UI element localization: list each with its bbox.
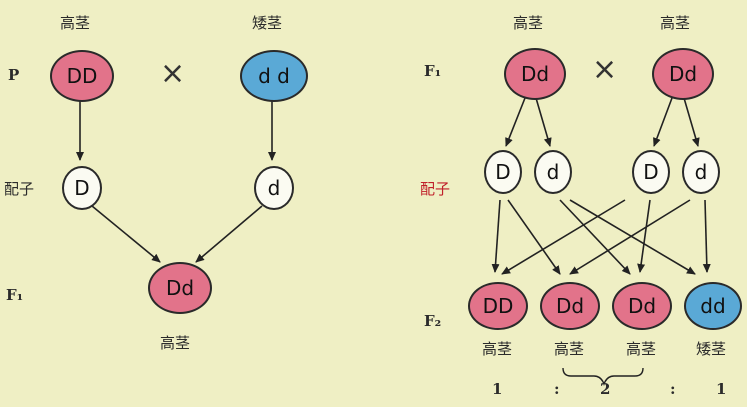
gamete-p2-dominant: D <box>632 150 670 194</box>
arrow-d2-to-Dd1 <box>569 199 691 275</box>
gamete-p1-recessive: d <box>534 150 572 194</box>
arrow-D1-to-DD <box>491 199 501 273</box>
left-gamete-recessive: d <box>254 166 294 210</box>
f1-parent1-dd: Dd <box>504 48 566 100</box>
f2-phenotype-4: 矮茎 <box>696 340 727 358</box>
arrow-p2-to-D <box>653 97 673 147</box>
f1-parent2-dd: Dd <box>652 48 714 100</box>
f2-phenotype-2: 高茎 <box>554 340 585 358</box>
left-f1-label: F₁ <box>6 286 24 304</box>
parent-dd-homozygous-recessive: d d <box>240 50 308 102</box>
ratio-value-3: 1 <box>716 380 727 398</box>
right-parent2-label: 高茎 <box>660 14 691 32</box>
arrow-gamete-d-to-offspring <box>91 205 161 263</box>
left-tall-label: 高茎 <box>60 14 91 32</box>
ratio-brace <box>562 367 644 386</box>
gamete-p2-recessive: d <box>682 150 720 194</box>
left-gamete-dominant: D <box>62 166 102 210</box>
arrow-D1-to-Dd1 <box>507 199 561 275</box>
ratio-separator-2: : <box>670 380 676 398</box>
p-generation-label: P <box>8 66 20 84</box>
parent-dd-homozygous-dominant: DD <box>50 50 114 102</box>
arrow-gamete-d2-to-offspring <box>195 205 263 263</box>
arrow-D2-to-Dd2 <box>637 199 651 273</box>
gamete-p1-dominant: D <box>484 150 522 194</box>
ratio-value-1: 1 <box>492 380 503 398</box>
arrow-p2-to-d <box>683 97 700 147</box>
left-gamete-label: 配子 <box>4 180 35 198</box>
f1-offspring-phenotype: 高茎 <box>160 334 191 352</box>
arrow-d1-to-Dd2 <box>559 199 631 275</box>
ratio-separator-1: : <box>554 380 560 398</box>
right-parent1-label: 高茎 <box>513 14 544 32</box>
f2-offspring-Dd-1: Dd <box>540 282 600 330</box>
arrow-d2-to-dd <box>702 199 711 273</box>
ratio-value-2: 2 <box>600 380 611 398</box>
arrow-p1-to-d <box>535 97 552 147</box>
arrow-p1-to-D <box>505 97 526 147</box>
right-f1-label: F₁ <box>424 62 442 80</box>
left-short-label: 矮茎 <box>252 14 283 32</box>
f1-offspring-dd: Dd <box>148 262 212 314</box>
left-cross-symbol: × <box>160 56 186 91</box>
f2-generation-label: F₂ <box>424 312 442 330</box>
right-cross-symbol: × <box>592 52 618 87</box>
f2-offspring-DD: DD <box>468 282 528 330</box>
f2-phenotype-3: 高茎 <box>626 340 657 358</box>
right-gamete-label: 配子 <box>420 180 451 198</box>
arrow-D2-to-DD <box>501 199 626 275</box>
arrow-d1-to-dd <box>569 199 696 275</box>
f2-offspring-dd: dd <box>684 282 742 330</box>
f2-phenotype-1: 高茎 <box>482 340 513 358</box>
f2-offspring-Dd-2: Dd <box>612 282 672 330</box>
